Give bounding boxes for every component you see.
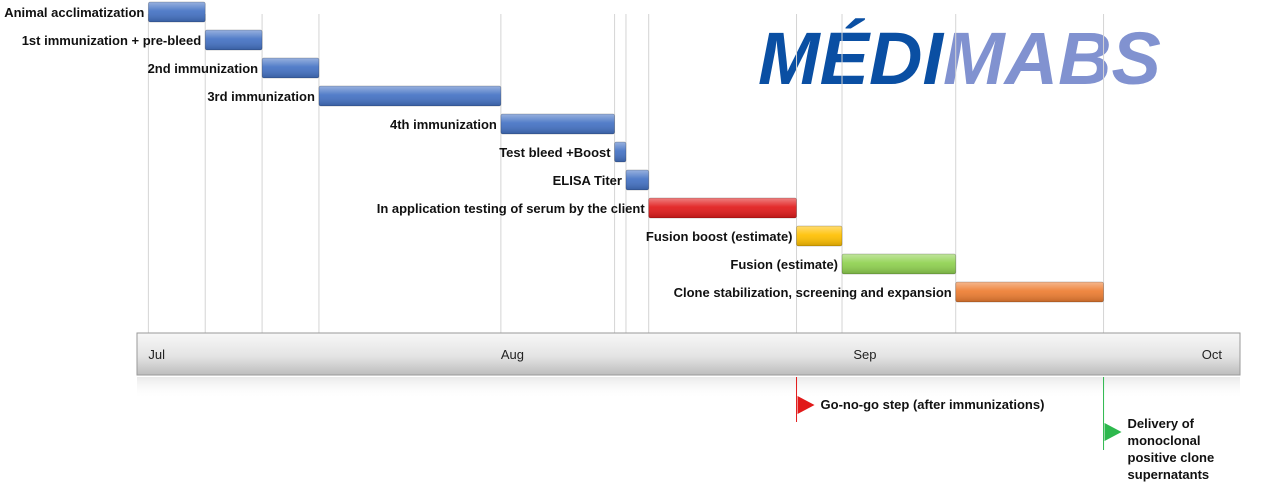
- logo-text: MÉDIMABS: [758, 17, 1161, 100]
- milestone-label-line: Delivery of: [1128, 416, 1195, 431]
- task-bar-gloss: [614, 141, 627, 163]
- milestone-label-line: Go-no-go step (after immunizations): [821, 397, 1045, 412]
- task-bar-group: 4th immunization: [390, 113, 615, 135]
- task-bar-gloss: [841, 253, 957, 275]
- task-label: Test bleed +Boost: [499, 145, 611, 160]
- task-bar-gloss: [796, 225, 843, 247]
- task-label: 4th immunization: [390, 117, 497, 132]
- task-label: Fusion boost (estimate): [646, 229, 793, 244]
- medimabs-logo: MÉDIMABS: [758, 17, 1161, 100]
- task-bar-group: Test bleed +Boost: [499, 141, 627, 163]
- task-bar-gloss: [955, 281, 1104, 303]
- milestones: Go-no-go step (after immunizations) Deliv…: [796, 377, 1215, 482]
- milestone: Delivery of monoclonal positive clone super…: [1103, 377, 1215, 482]
- task-label: 2nd immunization: [148, 61, 259, 76]
- axis-tick-label: Aug: [501, 347, 524, 362]
- task-bar-gloss: [204, 29, 263, 51]
- task-bar-group: 2nd immunization: [148, 57, 320, 79]
- task-bar-group: 3rd immunization: [207, 85, 502, 107]
- task-label: 3rd immunization: [207, 89, 315, 104]
- milestone-label: Delivery of monoclonal positive clone super…: [1128, 416, 1215, 482]
- task-bar-group: Clone stabilization, screening and expan…: [674, 281, 1104, 303]
- task-bars: Animal acclimatization 1st immunization +…: [4, 1, 1104, 303]
- axis-tick-label: Jul: [148, 347, 165, 362]
- milestone-label: Go-no-go step (after immunizations): [821, 397, 1045, 412]
- task-bar-group: 1st immunization + pre-bleed: [22, 29, 263, 51]
- task-label: ELISA Titer: [553, 173, 622, 188]
- milestone-label-line: supernatants: [1128, 467, 1210, 482]
- task-bar-group: In application testing of serum by the c…: [377, 197, 797, 219]
- milestone: Go-no-go step (after immunizations): [796, 377, 1045, 422]
- task-label: Clone stabilization, screening and expan…: [674, 285, 952, 300]
- milestone-label-line: positive clone: [1128, 450, 1215, 465]
- timeline-bar: [136, 332, 1241, 376]
- axis-tick-label: Sep: [853, 347, 876, 362]
- task-label: Animal acclimatization: [4, 5, 144, 20]
- timeline-axis: Jul Aug Sep Oct: [136, 332, 1241, 399]
- timeline-reflection: [137, 377, 1240, 399]
- milestone-flag-icon: [1104, 423, 1122, 441]
- task-bar-gloss: [261, 57, 320, 79]
- milestone-label-line: monoclonal: [1128, 433, 1201, 448]
- task-bar-gloss: [318, 85, 502, 107]
- task-label: 1st immunization + pre-bleed: [22, 33, 202, 48]
- milestone-flag-icon: [797, 396, 815, 414]
- task-bar-group: ELISA Titer: [553, 169, 650, 191]
- task-bar-gloss: [648, 197, 797, 219]
- task-bar-group: Fusion boost (estimate): [646, 225, 843, 247]
- task-bar-group: Animal acclimatization: [4, 1, 206, 23]
- task-label: Fusion (estimate): [730, 257, 838, 272]
- task-bar-gloss: [500, 113, 615, 135]
- task-bar-gloss: [625, 169, 650, 191]
- logo-part-medi: MÉDI: [758, 17, 944, 100]
- task-bar-gloss: [147, 1, 206, 23]
- axis-tick-label: Oct: [1202, 347, 1223, 362]
- task-bar-group: Fusion (estimate): [730, 253, 957, 275]
- logo-part-mabs: MABS: [943, 17, 1161, 100]
- task-label: In application testing of serum by the c…: [377, 201, 646, 216]
